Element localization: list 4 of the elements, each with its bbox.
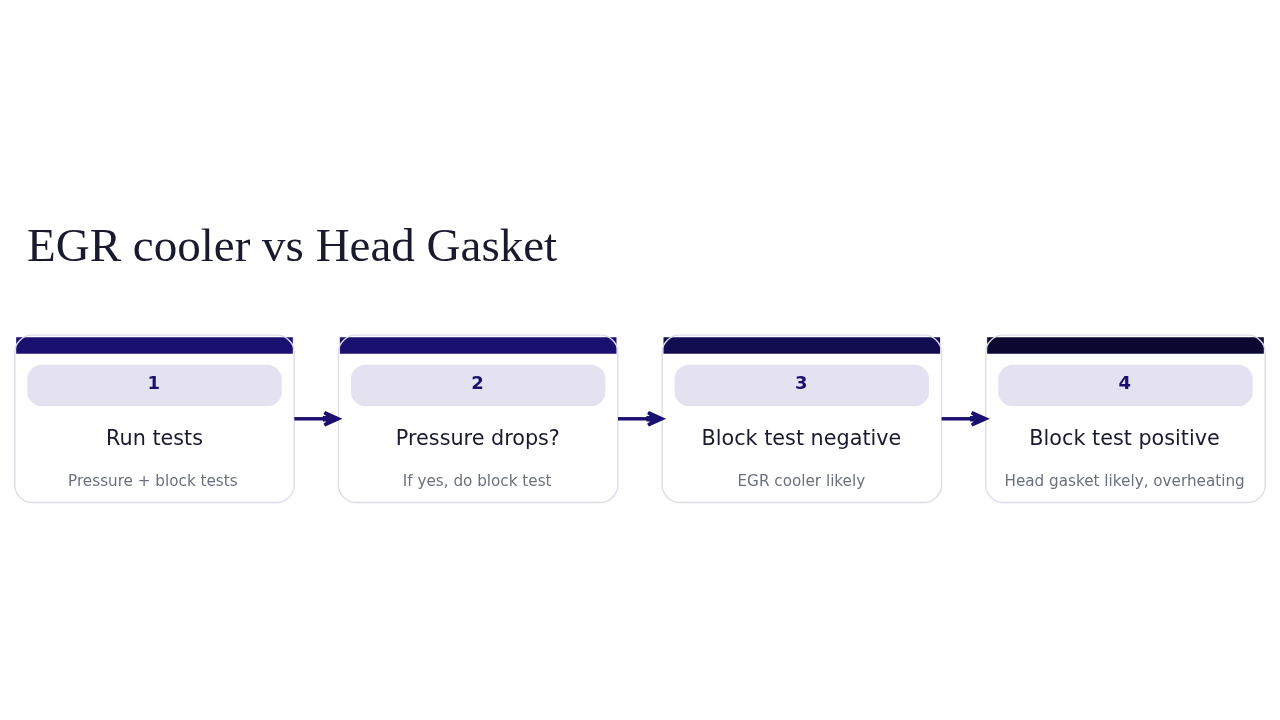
arrow xyxy=(617,410,664,427)
arrow xyxy=(294,410,341,427)
arrow xyxy=(941,410,988,427)
diagram-title: EGR cooler vs Head Gasket xyxy=(27,218,558,271)
